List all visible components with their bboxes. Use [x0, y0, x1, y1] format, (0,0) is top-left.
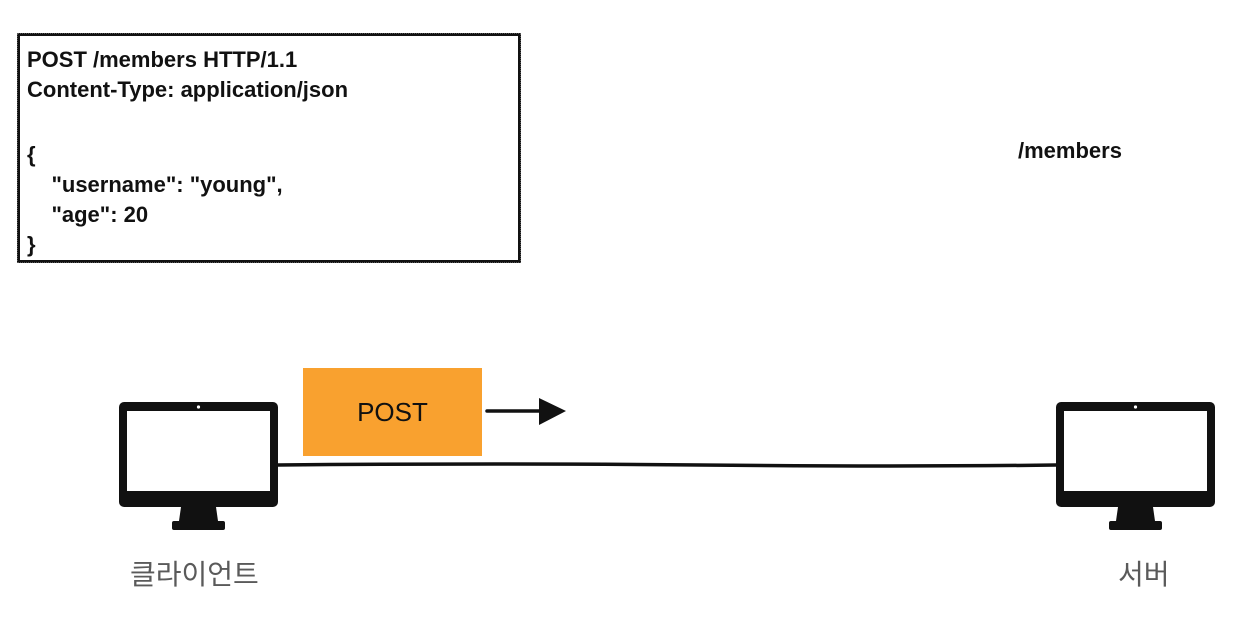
request-body-line: } — [27, 232, 36, 257]
server-monitor-icon — [1056, 402, 1215, 530]
client-label: 클라이언트 — [130, 559, 259, 590]
post-method-label: POST — [357, 396, 428, 427]
request-header-line: Content-Type: application/json — [27, 77, 349, 102]
request-body-line: "age": 20 — [27, 202, 149, 227]
post-method-badge: POST — [303, 368, 482, 456]
arrow-right-icon — [485, 398, 566, 425]
request-body-line: { — [27, 142, 36, 167]
http-request-box — [17, 33, 521, 263]
request-body-line: "username": "young", — [27, 172, 283, 197]
connection-line — [276, 462, 1058, 468]
request-line: POST /members HTTP/1.1 — [27, 47, 298, 72]
server-label: 서버 — [1118, 559, 1170, 590]
server-path-label: /members — [1018, 138, 1122, 163]
client-monitor-icon — [119, 402, 278, 530]
